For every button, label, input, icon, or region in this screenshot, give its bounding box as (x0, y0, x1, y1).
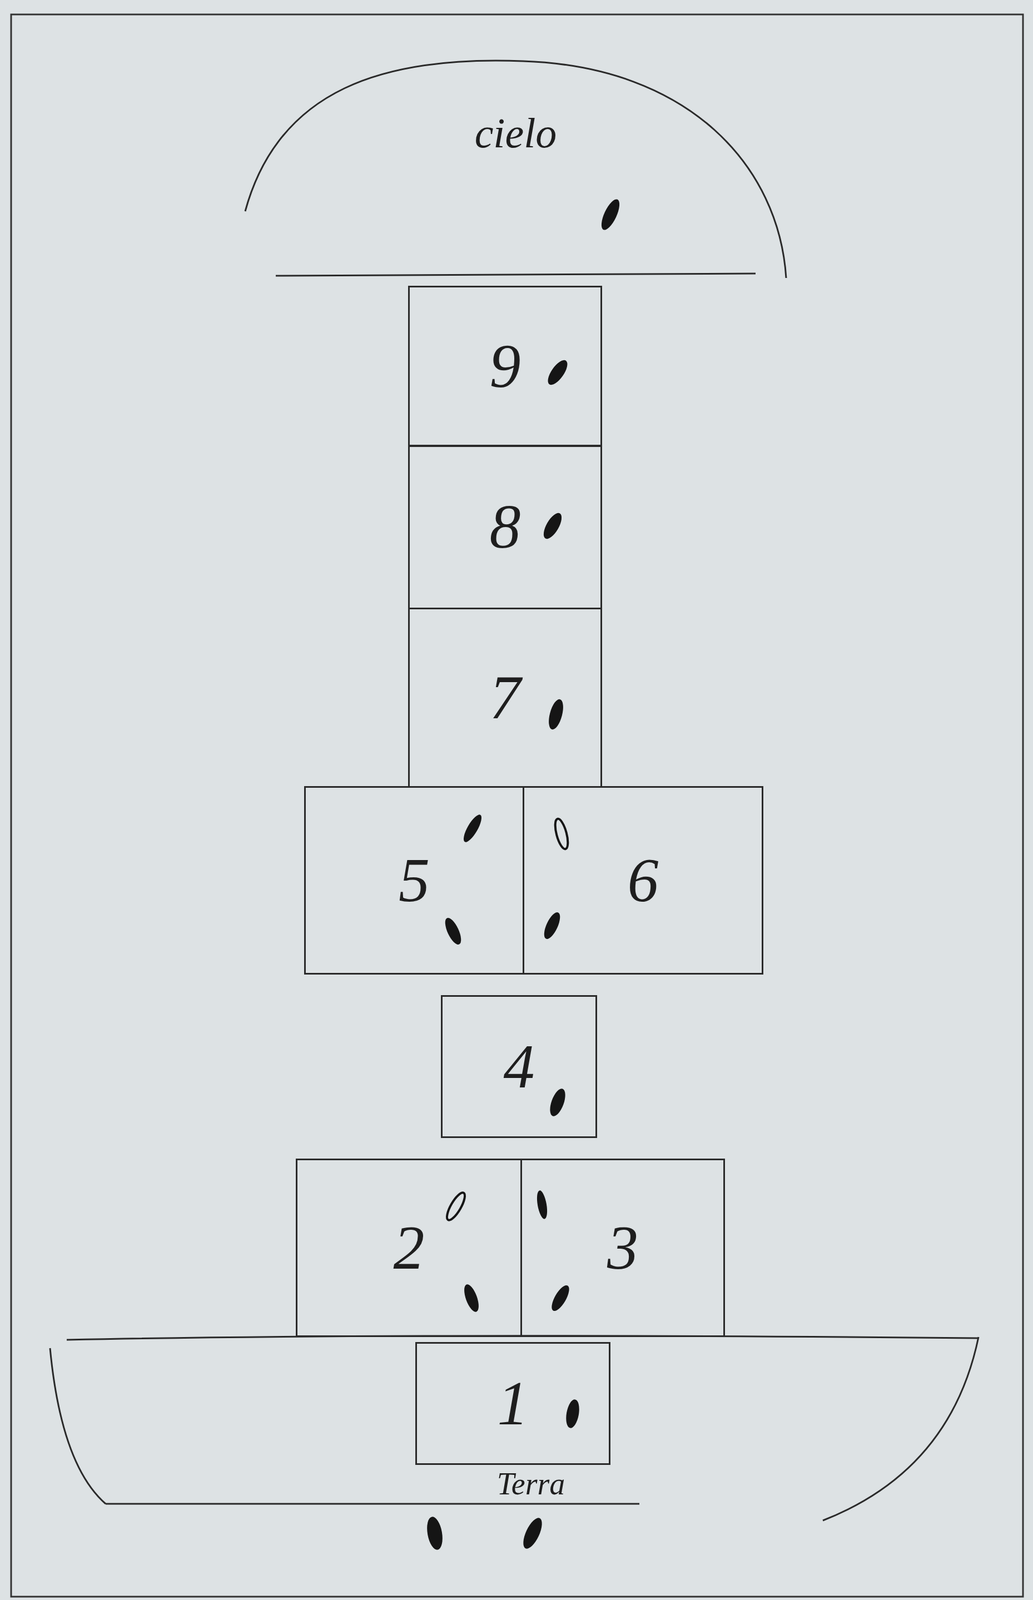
outline-stroke (822, 1337, 979, 1521)
square-number: 8 (489, 492, 521, 561)
hop-square: 8 (408, 444, 603, 610)
square-number: 1 (497, 1369, 529, 1438)
dome-outline (245, 55, 787, 284)
hop-square: 5 (304, 786, 525, 975)
square-number: 7 (489, 663, 521, 732)
square-number: 9 (489, 331, 521, 401)
hop-square: 1 (415, 1342, 611, 1465)
outline-stroke (50, 1348, 106, 1504)
outline-stroke (275, 273, 756, 276)
hop-square: 3 (520, 1158, 725, 1338)
outline-stroke (66, 1336, 979, 1340)
area-label: Terra (497, 1467, 565, 1502)
hop-square: 2 (295, 1158, 523, 1338)
square-number: 2 (393, 1213, 425, 1283)
outline-stroke (105, 1503, 640, 1506)
hop-square: 6 (522, 786, 764, 975)
square-number: 6 (627, 846, 659, 915)
earth-base: Terra 1 (83, 1337, 979, 1510)
hop-square: 9 (408, 285, 603, 448)
square-number: 5 (398, 846, 430, 915)
square-number: 4 (503, 1032, 535, 1101)
hop-square: 7 (408, 607, 603, 788)
hop-square: 4 (440, 995, 598, 1139)
frame (11, 14, 1023, 1597)
sky-dome: cielo (245, 55, 787, 284)
area-label: cielo (474, 110, 558, 157)
outline-stroke (245, 60, 787, 278)
square-number: 3 (607, 1213, 639, 1283)
